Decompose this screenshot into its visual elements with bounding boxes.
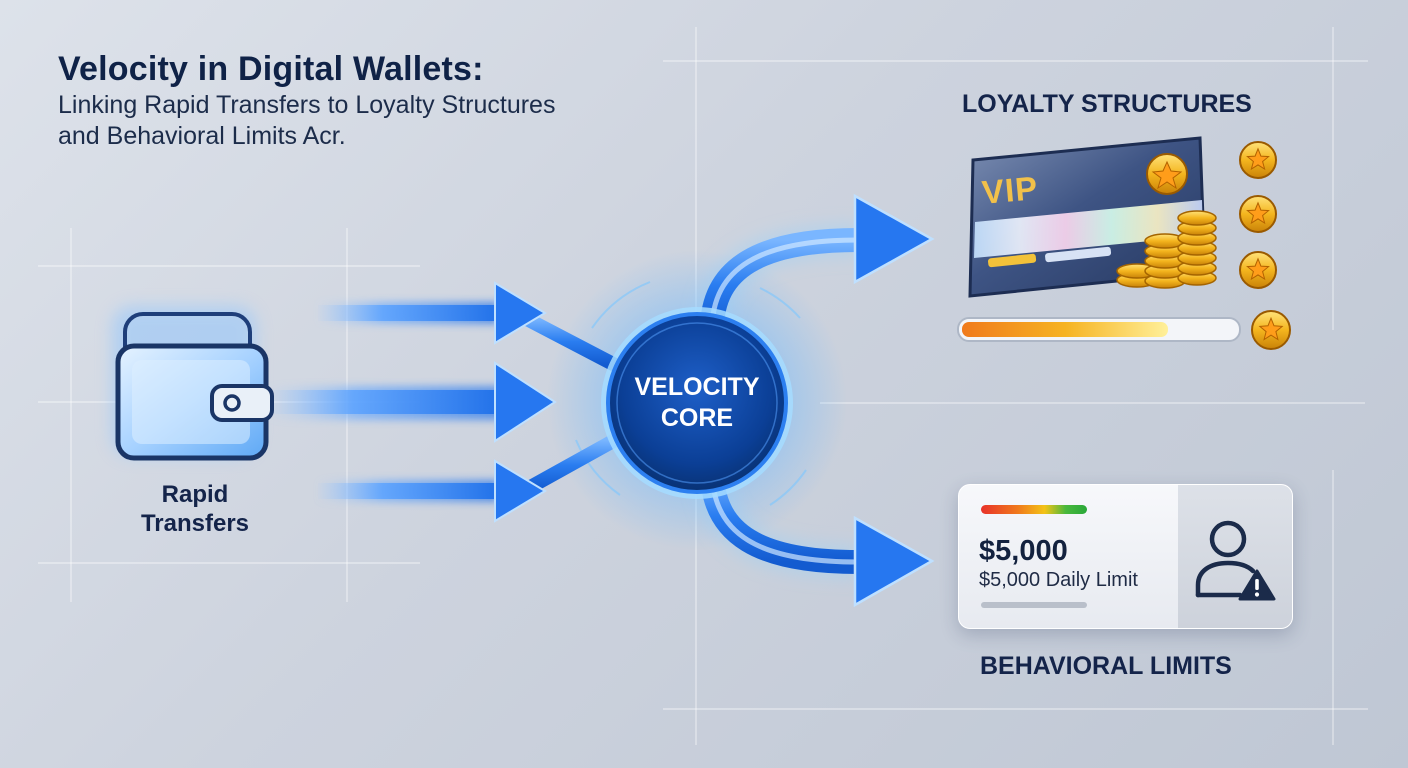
limit-caption: $5,000 Daily Limit: [979, 569, 1138, 591]
risk-meter-bar: [981, 505, 1087, 514]
velocity-core: [601, 307, 793, 499]
vip-card-label: VIP: [980, 169, 1040, 211]
loyalty-section-title: LOYALTY STRUCTURES: [962, 90, 1252, 118]
user-icon: [1195, 520, 1276, 601]
wallet-icon: [112, 306, 274, 461]
page-title: Velocity in Digital Wallets:: [58, 50, 484, 88]
wallet-label: Rapid Transfers: [140, 481, 250, 537]
incoming-arrow-top: [318, 281, 547, 345]
page-subtitle: Linking Rapid Transfers to Loyalty Struc…: [58, 91, 556, 150]
star-badges: [1239, 141, 1291, 350]
star-badge-icon: [1239, 251, 1277, 289]
core-rings: [575, 281, 807, 506]
coin-stack-icon: [1116, 210, 1217, 289]
star-badge-icon: [1251, 310, 1291, 350]
limit-divider: [981, 602, 1087, 608]
daily-limit-card: $5,000 $5,000 Daily Limit: [958, 484, 1293, 629]
core-label-line2: CORE: [660, 404, 734, 432]
core-label-line1: VELOCITY: [634, 373, 760, 401]
loyalty-progress-bar: [957, 317, 1241, 342]
star-badge-icon: [1239, 195, 1277, 233]
limit-amount: $5,000: [979, 535, 1068, 567]
incoming-arrow-bottom: [318, 459, 547, 523]
core-label: VELOCITY CORE: [605, 372, 789, 434]
incoming-arrow-middle: [270, 361, 557, 443]
star-badge-icon: [1239, 141, 1277, 179]
loyalty-progress-fill: [962, 322, 1168, 337]
vip-card-icon: [968, 136, 1207, 298]
limit-card-user-panel: [1178, 485, 1292, 628]
limits-section-title: BEHAVIORAL LIMITS: [980, 652, 1232, 680]
warning-icon: [1238, 569, 1276, 601]
